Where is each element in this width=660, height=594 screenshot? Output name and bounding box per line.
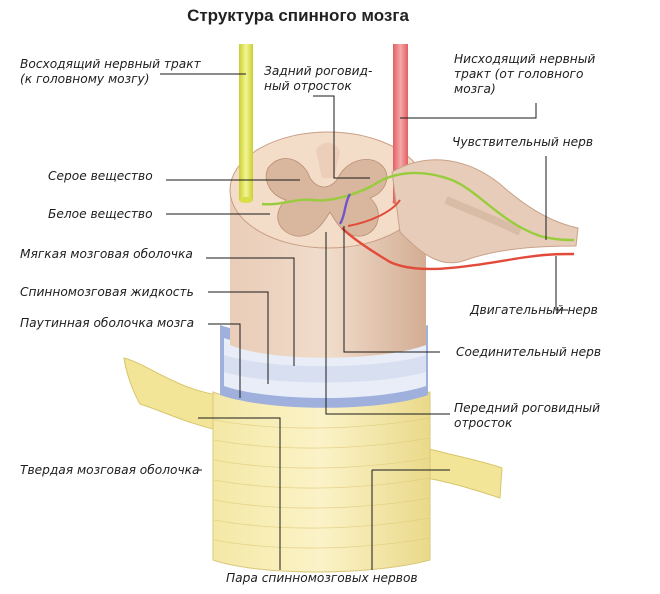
connecting-nerve-fiber <box>338 193 352 225</box>
label-ascending-tract: Восходящий нервный тракт (к головному мо… <box>20 57 205 86</box>
label-anterior-horn: Передний роговидный отросток <box>454 401 604 430</box>
dura-mater-sheath <box>212 391 431 573</box>
diagram-title: Структура спинного мозга <box>187 6 409 25</box>
label-dura-mater: Твердая мозговая оболочка <box>20 463 200 477</box>
label-connecting-nerve: Соединительный нерв <box>456 345 601 359</box>
sensory-nerve-fiber <box>261 171 575 242</box>
leader-lines <box>160 73 568 570</box>
label-motor-nerve: Двигательный нерв <box>469 303 598 317</box>
label-cerebrospinal-fluid: Спинномозговая жидкость <box>20 285 194 299</box>
nerve-roots <box>391 159 579 264</box>
motor-nerve-root <box>347 199 401 227</box>
label-descending-tract: Нисходящий нервный тракт (от головного м… <box>454 52 599 96</box>
label-gray-matter: Серое вещество <box>48 169 153 183</box>
label-spinal-nerves: Пара спинномозговых нервов <box>226 571 418 585</box>
label-sensory-nerve: Чувствительный нерв <box>452 135 593 149</box>
label-posterior-horn: Задний роговид- ный отросток <box>264 64 376 93</box>
spinal-nerve-pair <box>123 357 503 499</box>
ascending-tract <box>239 44 253 203</box>
label-white-matter: Белое вещество <box>48 207 153 221</box>
motor-nerve-fiber <box>341 227 575 271</box>
label-pia-mater: Мягкая мозговая оболочка <box>20 247 193 261</box>
label-arachnoid: Паутинная оболочка мозга <box>20 316 194 330</box>
